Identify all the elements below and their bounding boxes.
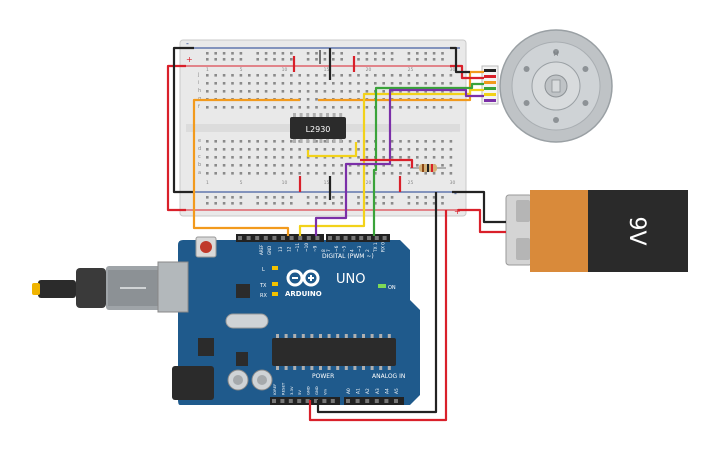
arduino-logo <box>286 269 320 287</box>
wire-battery-black <box>452 190 506 224</box>
digital-pin-label: ~11 <box>295 243 301 252</box>
digital-pin-label: 13 <box>278 246 284 252</box>
digital-pin-label: 2 <box>365 249 371 252</box>
column-number: 1 <box>206 67 209 73</box>
column-number: 1 <box>206 180 209 186</box>
column-number: 25 <box>408 180 414 186</box>
on-label: ON <box>388 285 396 291</box>
wire-red-chip-rail <box>360 158 414 168</box>
row-letter: a <box>198 170 201 176</box>
tx-label: TX <box>259 283 267 289</box>
row-letter: i <box>198 80 199 86</box>
wires <box>166 46 506 422</box>
column-number: 30 <box>450 180 456 186</box>
rail-plus-top: + <box>186 55 193 64</box>
digital-pin-label: ~10 <box>304 243 310 252</box>
chip-label: L2930 <box>306 125 331 134</box>
rx-label: RX <box>260 293 267 299</box>
analog-pin-label: A3 <box>375 388 381 394</box>
wire-yellow-chip <box>306 142 358 158</box>
wire-orange-motor <box>318 70 484 102</box>
analog-pin-label: A5 <box>394 388 400 394</box>
power-pin-label: 3.3V <box>289 386 294 395</box>
column-number: 15 <box>324 180 330 186</box>
column-number: 10 <box>282 180 288 186</box>
power-pin-label: GND <box>306 386 311 395</box>
analog-pin-label: A0 <box>346 388 352 394</box>
wire-green <box>372 82 484 236</box>
wire-yellow <box>298 88 484 236</box>
column-number: 20 <box>366 67 372 73</box>
digital-pin-label: ~3 <box>357 245 363 252</box>
analog-pin-label: A4 <box>384 388 390 394</box>
row-letter: f <box>198 104 200 110</box>
arduino-brand: ARDUINO <box>285 290 322 298</box>
digital-pin-label: 12 <box>287 246 293 252</box>
power-pin-label: 5V <box>297 390 302 395</box>
column-number: 5 <box>240 180 243 186</box>
arduino-model: UNO <box>336 272 365 287</box>
row-letter: h <box>198 88 201 94</box>
row-letter: d <box>198 146 201 152</box>
row-letter: c <box>198 154 201 160</box>
rail-minus-bottom: - <box>454 189 457 198</box>
rail-plus-bottom: + <box>454 207 461 216</box>
digital-pin-label: ~9 <box>312 245 318 252</box>
column-number: 20 <box>366 180 372 186</box>
wire-purple <box>314 88 484 236</box>
power-pin-label: Vin <box>322 388 327 395</box>
digital-pin-label: TX 1 <box>373 242 379 253</box>
digital-pin-label: 7 <box>326 249 332 252</box>
column-number: 5 <box>240 67 243 73</box>
digital-pin-label: ~6 <box>334 245 340 252</box>
digital-pin-label: 8 <box>321 249 327 252</box>
row-letter: e <box>198 138 201 144</box>
power-pin-label: GND <box>314 386 319 395</box>
wire-black-motor <box>450 46 470 74</box>
row-letter: b <box>198 162 201 168</box>
power-pin-label: IOREF <box>272 384 277 395</box>
analog-pin-label: A2 <box>365 388 371 394</box>
usb-cable <box>32 266 162 310</box>
wire-black-left-rail <box>172 46 194 194</box>
wire-red-left-rail <box>166 64 186 212</box>
l293-chip: L2930 <box>290 113 346 143</box>
battery-9v: 9V <box>505 190 688 272</box>
rail-minus-top: - <box>186 39 189 48</box>
digital-label: DIGITAL (PWM ~) <box>322 253 374 260</box>
row-letter: j <box>197 72 199 78</box>
column-number: 15 <box>324 67 330 73</box>
column-number: 25 <box>408 67 414 73</box>
motor-label: M <box>553 51 558 58</box>
column-number: 30 <box>450 67 456 73</box>
aref-label: AREF <box>259 244 264 255</box>
wire-black-gnd <box>316 192 438 414</box>
column-number: 10 <box>282 67 288 73</box>
battery-label: 9V <box>624 216 649 245</box>
arduino-uno: ARDUINO UNO DIGITAL (PWM ~) POWER ANALOG… <box>157 234 420 405</box>
analog-pin-label: A1 <box>356 388 362 394</box>
digital-pin-label: RX 0 <box>381 242 387 252</box>
analog-label: ANALOG IN <box>372 373 405 380</box>
gnd-label: GND <box>267 246 272 255</box>
wire-red-5v <box>308 210 448 422</box>
gear-motor: M <box>472 29 613 143</box>
power-label: POWER <box>312 373 334 380</box>
digital-pin-label: ~5 <box>342 245 348 252</box>
digital-pin-label: 4 <box>349 249 355 252</box>
l-label: L <box>262 267 265 273</box>
resistor <box>410 164 446 172</box>
power-pin-label: RESET <box>280 382 285 395</box>
wire-battery-red <box>458 208 506 234</box>
wire-orange <box>192 98 300 236</box>
